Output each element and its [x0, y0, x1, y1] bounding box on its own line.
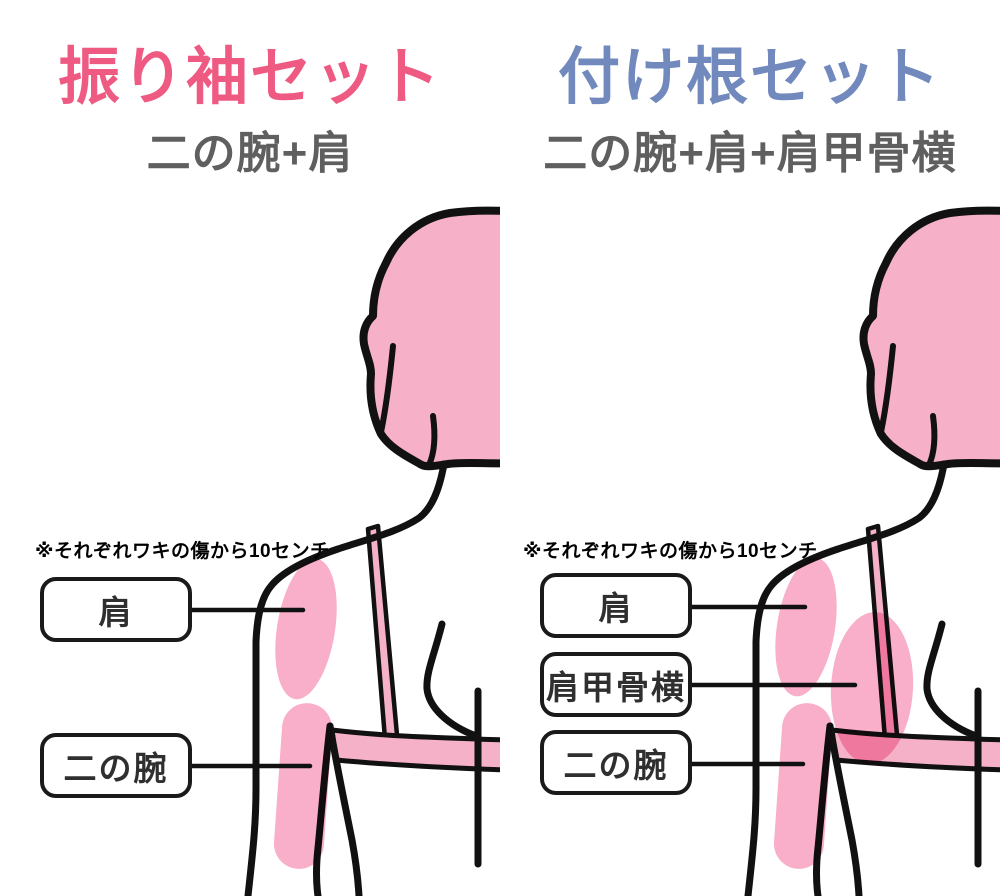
panel-title: 振り袖セット — [57, 43, 442, 112]
scapula-side-highlight — [830, 612, 914, 764]
label-text: 肩 — [598, 589, 634, 627]
note-text: ※それぞれワキの傷から10センチ — [35, 541, 330, 562]
panel-header: 付け根セット 二の腕+肩+肩甲骨横 — [500, 0, 1000, 176]
panel-header: 振り袖セット 二の腕+肩 — [0, 0, 500, 176]
label-box-upper-arm: 二の腕 — [40, 733, 192, 798]
tsukene-panel: 付け根セット 二の腕+肩+肩甲骨横 ※それぞれワキの傷から10センチ 肩 肩甲骨… — [500, 0, 1000, 896]
panel-subtitle: 二の腕+肩+肩甲骨横 — [543, 129, 957, 179]
label-box-scapula-side: 肩甲骨横 — [540, 652, 692, 717]
shoulder-highlight — [775, 557, 837, 697]
panel-subtitle: 二の腕+肩 — [146, 129, 354, 179]
upper-arm-highlight — [773, 703, 833, 869]
label-text: 二の腕 — [563, 746, 669, 784]
furisode-panel: 振り袖セット 二の腕+肩 ※それぞれワキの傷から10センチ 肩 二の腕 — [0, 0, 500, 896]
label-box-shoulder: 肩 — [540, 573, 692, 638]
shoulder-highlight — [275, 558, 337, 700]
upper-arm-highlight — [273, 703, 333, 869]
label-text: 肩甲骨横 — [546, 668, 686, 706]
label-text: 肩 — [98, 593, 134, 631]
note-text: ※それぞれワキの傷から10センチ — [523, 541, 818, 562]
label-box-upper-arm: 二の腕 — [540, 730, 692, 795]
label-box-shoulder: 肩 — [40, 577, 192, 642]
label-text: 二の腕 — [63, 749, 169, 787]
panel-title: 付け根セット — [557, 43, 942, 112]
